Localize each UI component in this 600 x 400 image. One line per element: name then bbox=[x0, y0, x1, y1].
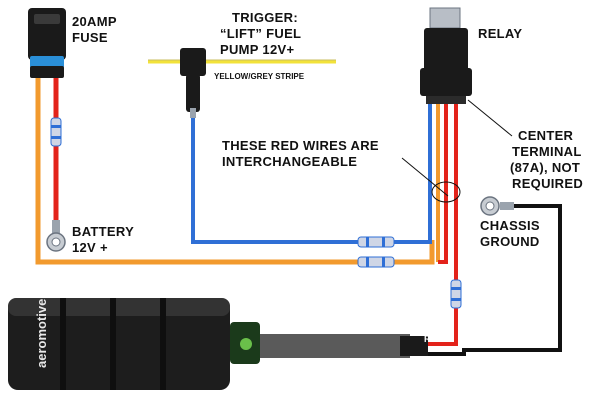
chassis-label-line2: GROUND bbox=[480, 234, 540, 249]
center-terminal-label-line3: (87A), NOT bbox=[510, 160, 580, 175]
chassis-ring-terminal bbox=[480, 196, 514, 216]
battery-ring-terminal bbox=[46, 220, 66, 252]
fuse-holder bbox=[28, 8, 66, 78]
trigger-label-line1: TRIGGER: bbox=[232, 10, 298, 25]
pump-red-label: RED bbox=[424, 334, 444, 344]
center-terminal-label-line4: REQUIRED bbox=[512, 176, 583, 191]
relay-red-wire-2 bbox=[422, 102, 458, 346]
relay bbox=[420, 7, 472, 104]
splice-connector bbox=[357, 256, 395, 268]
chassis-label-line1: CHASSIS bbox=[480, 218, 540, 233]
red-wires-label-line1: THESE RED WIRES ARE bbox=[222, 138, 379, 153]
highlight-ellipse bbox=[431, 181, 461, 203]
splice-connector bbox=[357, 236, 395, 248]
battery-label-line2: 12V + bbox=[72, 240, 108, 255]
pointer-line bbox=[467, 99, 513, 137]
red-wires-label-line2: INTERCHANGEABLE bbox=[222, 154, 357, 169]
pump-brand-logo: aeromotive bbox=[34, 299, 49, 368]
fuel-pump bbox=[8, 298, 428, 390]
trigger-label-line3: PUMP 12V+ bbox=[220, 42, 294, 57]
orange-wire bbox=[35, 78, 435, 265]
fuse-label-line2: FUSE bbox=[72, 30, 108, 45]
blue-wire bbox=[191, 102, 432, 244]
center-terminal-label-line1: CENTER bbox=[518, 128, 574, 143]
fuse-label-line1: 20AMP bbox=[72, 14, 117, 29]
relay-red-wire-1 bbox=[438, 102, 448, 264]
pump-black-label: BLACK bbox=[424, 356, 456, 366]
center-terminal-label-line2: TERMINAL bbox=[512, 144, 582, 159]
trigger-wire-label: YELLOW/GREY STRIPE bbox=[214, 72, 305, 81]
splice-connector bbox=[450, 279, 462, 309]
pointer-line bbox=[401, 157, 449, 197]
trigger-tap-connector bbox=[180, 48, 206, 118]
relay-label: RELAY bbox=[478, 26, 522, 41]
black-ground-wire bbox=[422, 204, 562, 356]
trigger-label-line2: “LIFT” FUEL bbox=[220, 26, 301, 41]
splice-connector bbox=[50, 117, 62, 147]
battery-label-line1: BATTERY bbox=[72, 224, 134, 239]
